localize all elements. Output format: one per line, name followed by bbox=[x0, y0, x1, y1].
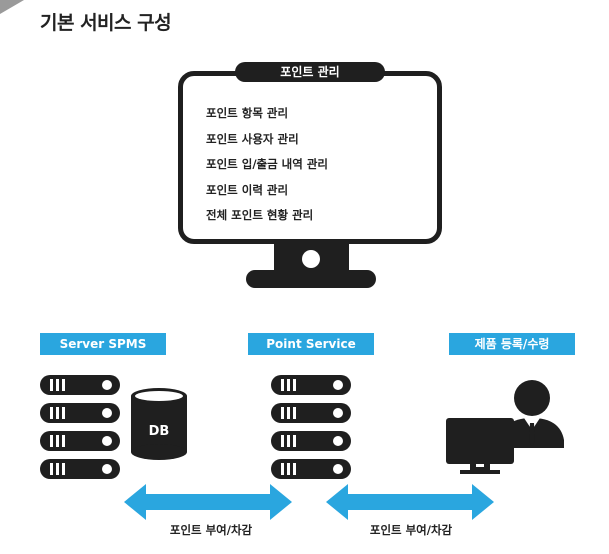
server-unit bbox=[271, 431, 351, 451]
db-label: DB bbox=[148, 424, 170, 439]
page-title: 기본 서비스 구성 bbox=[40, 12, 172, 34]
monitor-stand bbox=[246, 270, 376, 288]
arrow-label-left: 포인트 부여/차감 bbox=[169, 523, 253, 537]
server-unit bbox=[271, 375, 351, 395]
server-unit bbox=[40, 375, 120, 395]
user-at-computer-icon bbox=[446, 380, 564, 474]
database-icon bbox=[131, 388, 187, 460]
monitor-label: 포인트 관리 bbox=[235, 62, 385, 82]
corner-decoration bbox=[0, 0, 24, 14]
point-service-label: Point Service bbox=[248, 333, 374, 355]
server-unit bbox=[271, 403, 351, 423]
server-icon bbox=[40, 375, 120, 487]
arrow-label-right: 포인트 부여/차감 bbox=[369, 523, 453, 537]
server-unit bbox=[40, 459, 120, 479]
double-arrow-icon bbox=[124, 484, 292, 520]
server-icon bbox=[271, 375, 351, 487]
product-registration-label: 제품 등록/수령 bbox=[449, 333, 575, 355]
server-spms-label: Server SPMS bbox=[40, 333, 166, 355]
server-unit bbox=[40, 431, 120, 451]
server-unit bbox=[40, 403, 120, 423]
monitor-power-dot bbox=[302, 250, 320, 268]
double-arrow-icon bbox=[326, 484, 494, 520]
list-item: 포인트 항목 관리 bbox=[206, 106, 289, 120]
list-item: 포인트 사용자 관리 bbox=[206, 131, 299, 146]
server-unit bbox=[271, 459, 351, 479]
list-item: 전체 포인트 현황 관리 bbox=[206, 208, 314, 222]
monitor-feature-list: 포인트 항목 관리 포인트 사용자 관리 포인트 입/출금 내역 관리 포인트 … bbox=[206, 103, 328, 231]
list-item: 포인트 이력 관리 bbox=[206, 182, 289, 197]
list-item: 포인트 입/출금 내역 관리 bbox=[206, 157, 329, 171]
